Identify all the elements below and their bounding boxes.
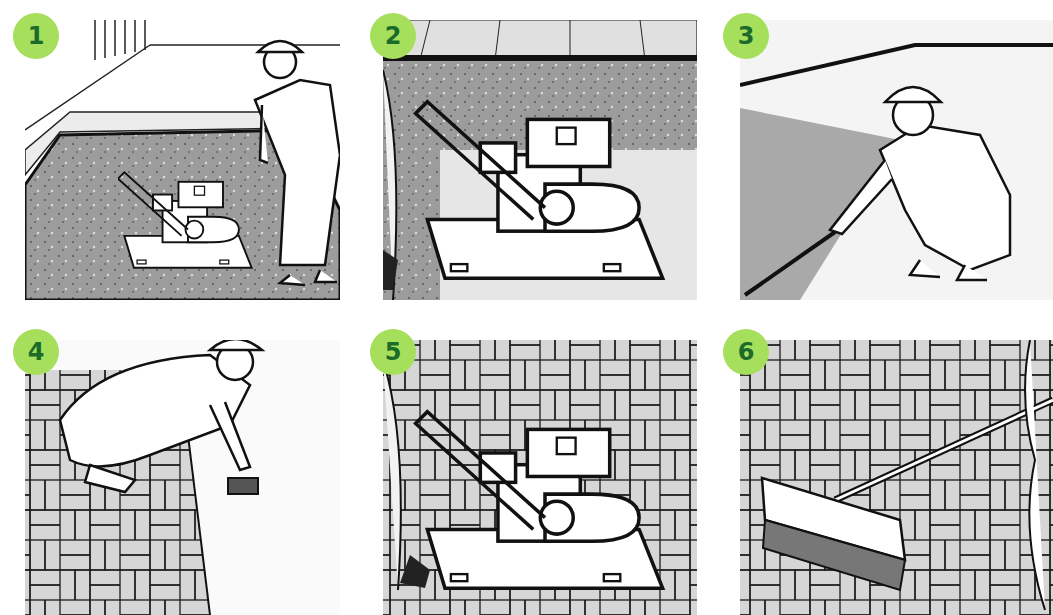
callout-number: 3 [723,13,769,59]
panel-compacting-base [25,20,340,300]
callout-number: 4 [13,329,59,375]
panel-sweeping-joints [740,340,1053,615]
panel-laying-pavers [25,340,340,615]
panel-compacting-pavers [383,340,697,615]
panel-compacting-closeup [383,20,697,300]
callout-number: 5 [370,329,416,375]
callout-number: 1 [13,13,59,59]
panel-screeding [740,20,1053,300]
callout-number: 6 [723,329,769,375]
callout-number: 2 [370,13,416,59]
